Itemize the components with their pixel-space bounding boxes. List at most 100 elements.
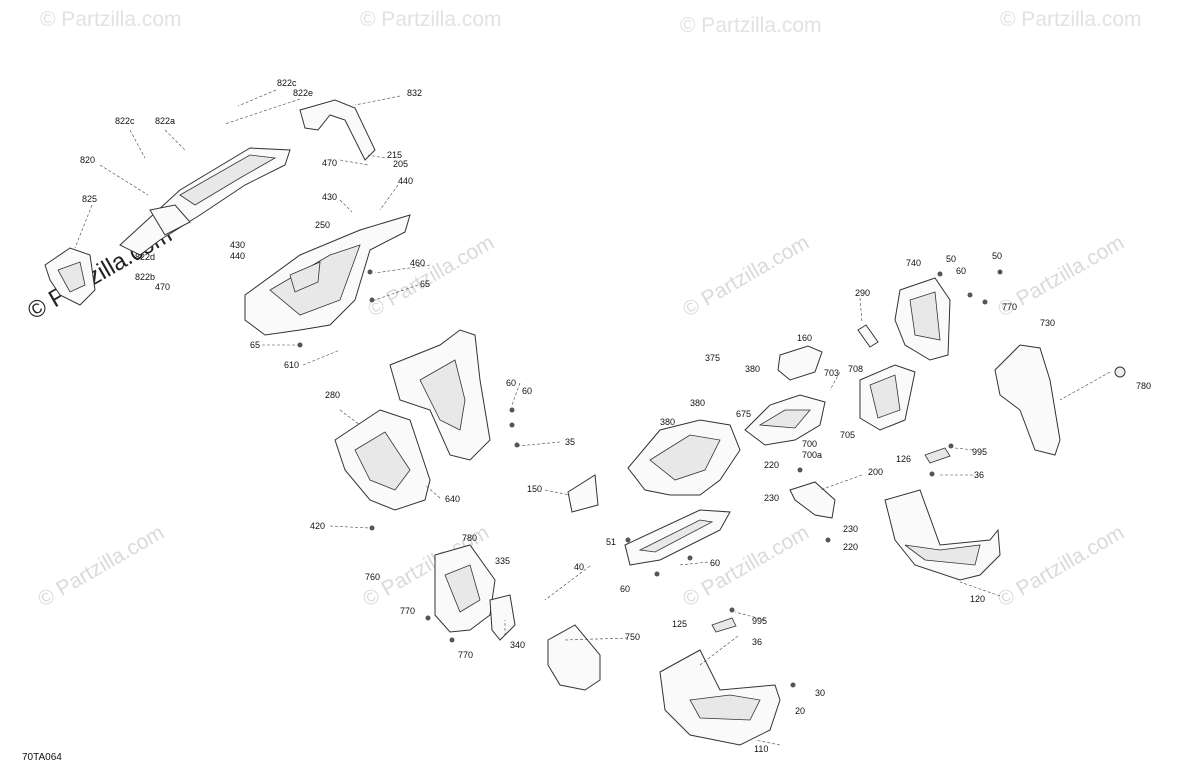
- callout-460: 460: [410, 258, 425, 268]
- callout-420: 420: [310, 521, 325, 531]
- callout-60-b: 60: [522, 386, 532, 396]
- upper-fender-bracket[interactable]: [299, 99, 376, 161]
- watermark: © Partzilla.com: [360, 8, 502, 31]
- rear-frame-380[interactable]: [627, 419, 741, 496]
- callout-822b: 822b: [135, 272, 155, 282]
- callout-640: 640: [445, 494, 460, 504]
- callout-708: 708: [848, 364, 863, 374]
- callout-675: 675: [736, 409, 751, 419]
- callout-335: 335: [495, 556, 510, 566]
- callout-770-c: 770: [1002, 302, 1017, 312]
- callout-832: 832: [407, 88, 422, 98]
- callout-150: 150: [527, 484, 542, 494]
- callout-230-a: 230: [764, 493, 779, 503]
- callout-60-d: 60: [620, 584, 630, 594]
- callout-770-a: 770: [400, 606, 415, 616]
- callout-65-a: 65: [420, 279, 430, 289]
- callout-220-a: 220: [764, 460, 779, 470]
- callout-822a: 822a: [155, 116, 175, 126]
- callout-822e: 822e: [293, 88, 313, 98]
- plate-126[interactable]: [924, 447, 951, 464]
- bracket-200[interactable]: [789, 481, 836, 519]
- callout-740: 740: [906, 258, 921, 268]
- callout-35: 35: [565, 437, 575, 447]
- frame-705[interactable]: [859, 364, 916, 431]
- callout-250: 250: [315, 220, 330, 230]
- callout-440-top: 440: [398, 176, 413, 186]
- side-panel-280[interactable]: [334, 409, 431, 511]
- callout-760: 760: [365, 572, 380, 582]
- callout-770-b: 770: [458, 650, 473, 660]
- callout-230-b: 230: [843, 524, 858, 534]
- callout-750: 750: [625, 632, 640, 642]
- callout-60-a: 60: [506, 378, 516, 388]
- callout-780-right: 780: [1136, 381, 1151, 391]
- callout-20: 20: [795, 706, 805, 716]
- center-bracket[interactable]: [389, 329, 491, 461]
- callout-820: 820: [80, 155, 95, 165]
- callout-822d: 822d: [135, 252, 155, 262]
- callout-470-top: 470: [322, 158, 337, 168]
- callout-440-mid: 440: [230, 251, 245, 261]
- callout-220-b: 220: [843, 542, 858, 552]
- callout-51: 51: [606, 537, 616, 547]
- callout-200: 200: [868, 467, 883, 477]
- callout-430-mid: 430: [230, 240, 245, 250]
- callout-705: 705: [840, 430, 855, 440]
- panel-730[interactable]: [994, 344, 1061, 456]
- plate-125[interactable]: [711, 617, 737, 633]
- console-700[interactable]: [744, 394, 826, 446]
- callout-700a: 700a: [802, 450, 822, 460]
- callout-126: 126: [896, 454, 911, 464]
- callout-380-a: 380: [745, 364, 760, 374]
- callout-340: 340: [510, 640, 525, 650]
- callout-822c-top: 822c: [277, 78, 297, 88]
- panel-760[interactable]: [434, 544, 496, 633]
- callout-280: 280: [325, 390, 340, 400]
- callout-995-b: 995: [752, 616, 767, 626]
- callout-430-top: 430: [322, 192, 337, 202]
- callout-120: 120: [970, 594, 985, 604]
- dashboard-console[interactable]: [244, 214, 411, 336]
- callout-160: 160: [797, 333, 812, 343]
- support-bar-40[interactable]: [624, 509, 731, 566]
- step-120[interactable]: [884, 489, 1001, 581]
- callout-50-a: 50: [946, 254, 956, 264]
- bracket-150[interactable]: [567, 474, 599, 513]
- callout-60-e: 60: [956, 266, 966, 276]
- callout-822c-left: 822c: [115, 116, 135, 126]
- callout-215: 215: [387, 150, 402, 160]
- callout-780-left: 780: [462, 533, 477, 543]
- watermark: © Partzilla.com: [40, 8, 182, 31]
- cover-160[interactable]: [777, 345, 823, 381]
- callout-36-b: 36: [752, 637, 762, 647]
- watermark: © Partzilla.com: [680, 14, 822, 37]
- callout-610: 610: [284, 360, 299, 370]
- step-110[interactable]: [659, 649, 781, 746]
- bracket-340[interactable]: [489, 594, 516, 641]
- callout-36-a: 36: [974, 470, 984, 480]
- callout-60-c: 60: [710, 558, 720, 568]
- leader-lines: [74, 89, 1111, 746]
- callout-205: 205: [393, 159, 408, 169]
- part-290[interactable]: [857, 324, 879, 348]
- callout-65-b: 65: [250, 340, 260, 350]
- front-frame-beam[interactable]: [119, 147, 291, 256]
- callout-730: 730: [1040, 318, 1055, 328]
- front-bracket-left[interactable]: [44, 247, 96, 306]
- callouts: 822c 822e 832 822c 822a 820 825 215 205 …: [80, 78, 1151, 754]
- diagram-code: 70TA064: [22, 752, 62, 763]
- callout-375: 375: [705, 353, 720, 363]
- fasteners: [297, 269, 1126, 688]
- watermark: © Partzilla.com: [1000, 8, 1142, 31]
- panel-750[interactable]: [547, 624, 601, 691]
- callout-30: 30: [815, 688, 825, 698]
- callout-700: 700: [802, 439, 817, 449]
- callout-380-b: 380: [690, 398, 705, 408]
- callout-380-c: 380: [660, 417, 675, 427]
- callout-995-a: 995: [972, 447, 987, 457]
- panel-740[interactable]: [894, 277, 951, 361]
- callout-125: 125: [672, 619, 687, 629]
